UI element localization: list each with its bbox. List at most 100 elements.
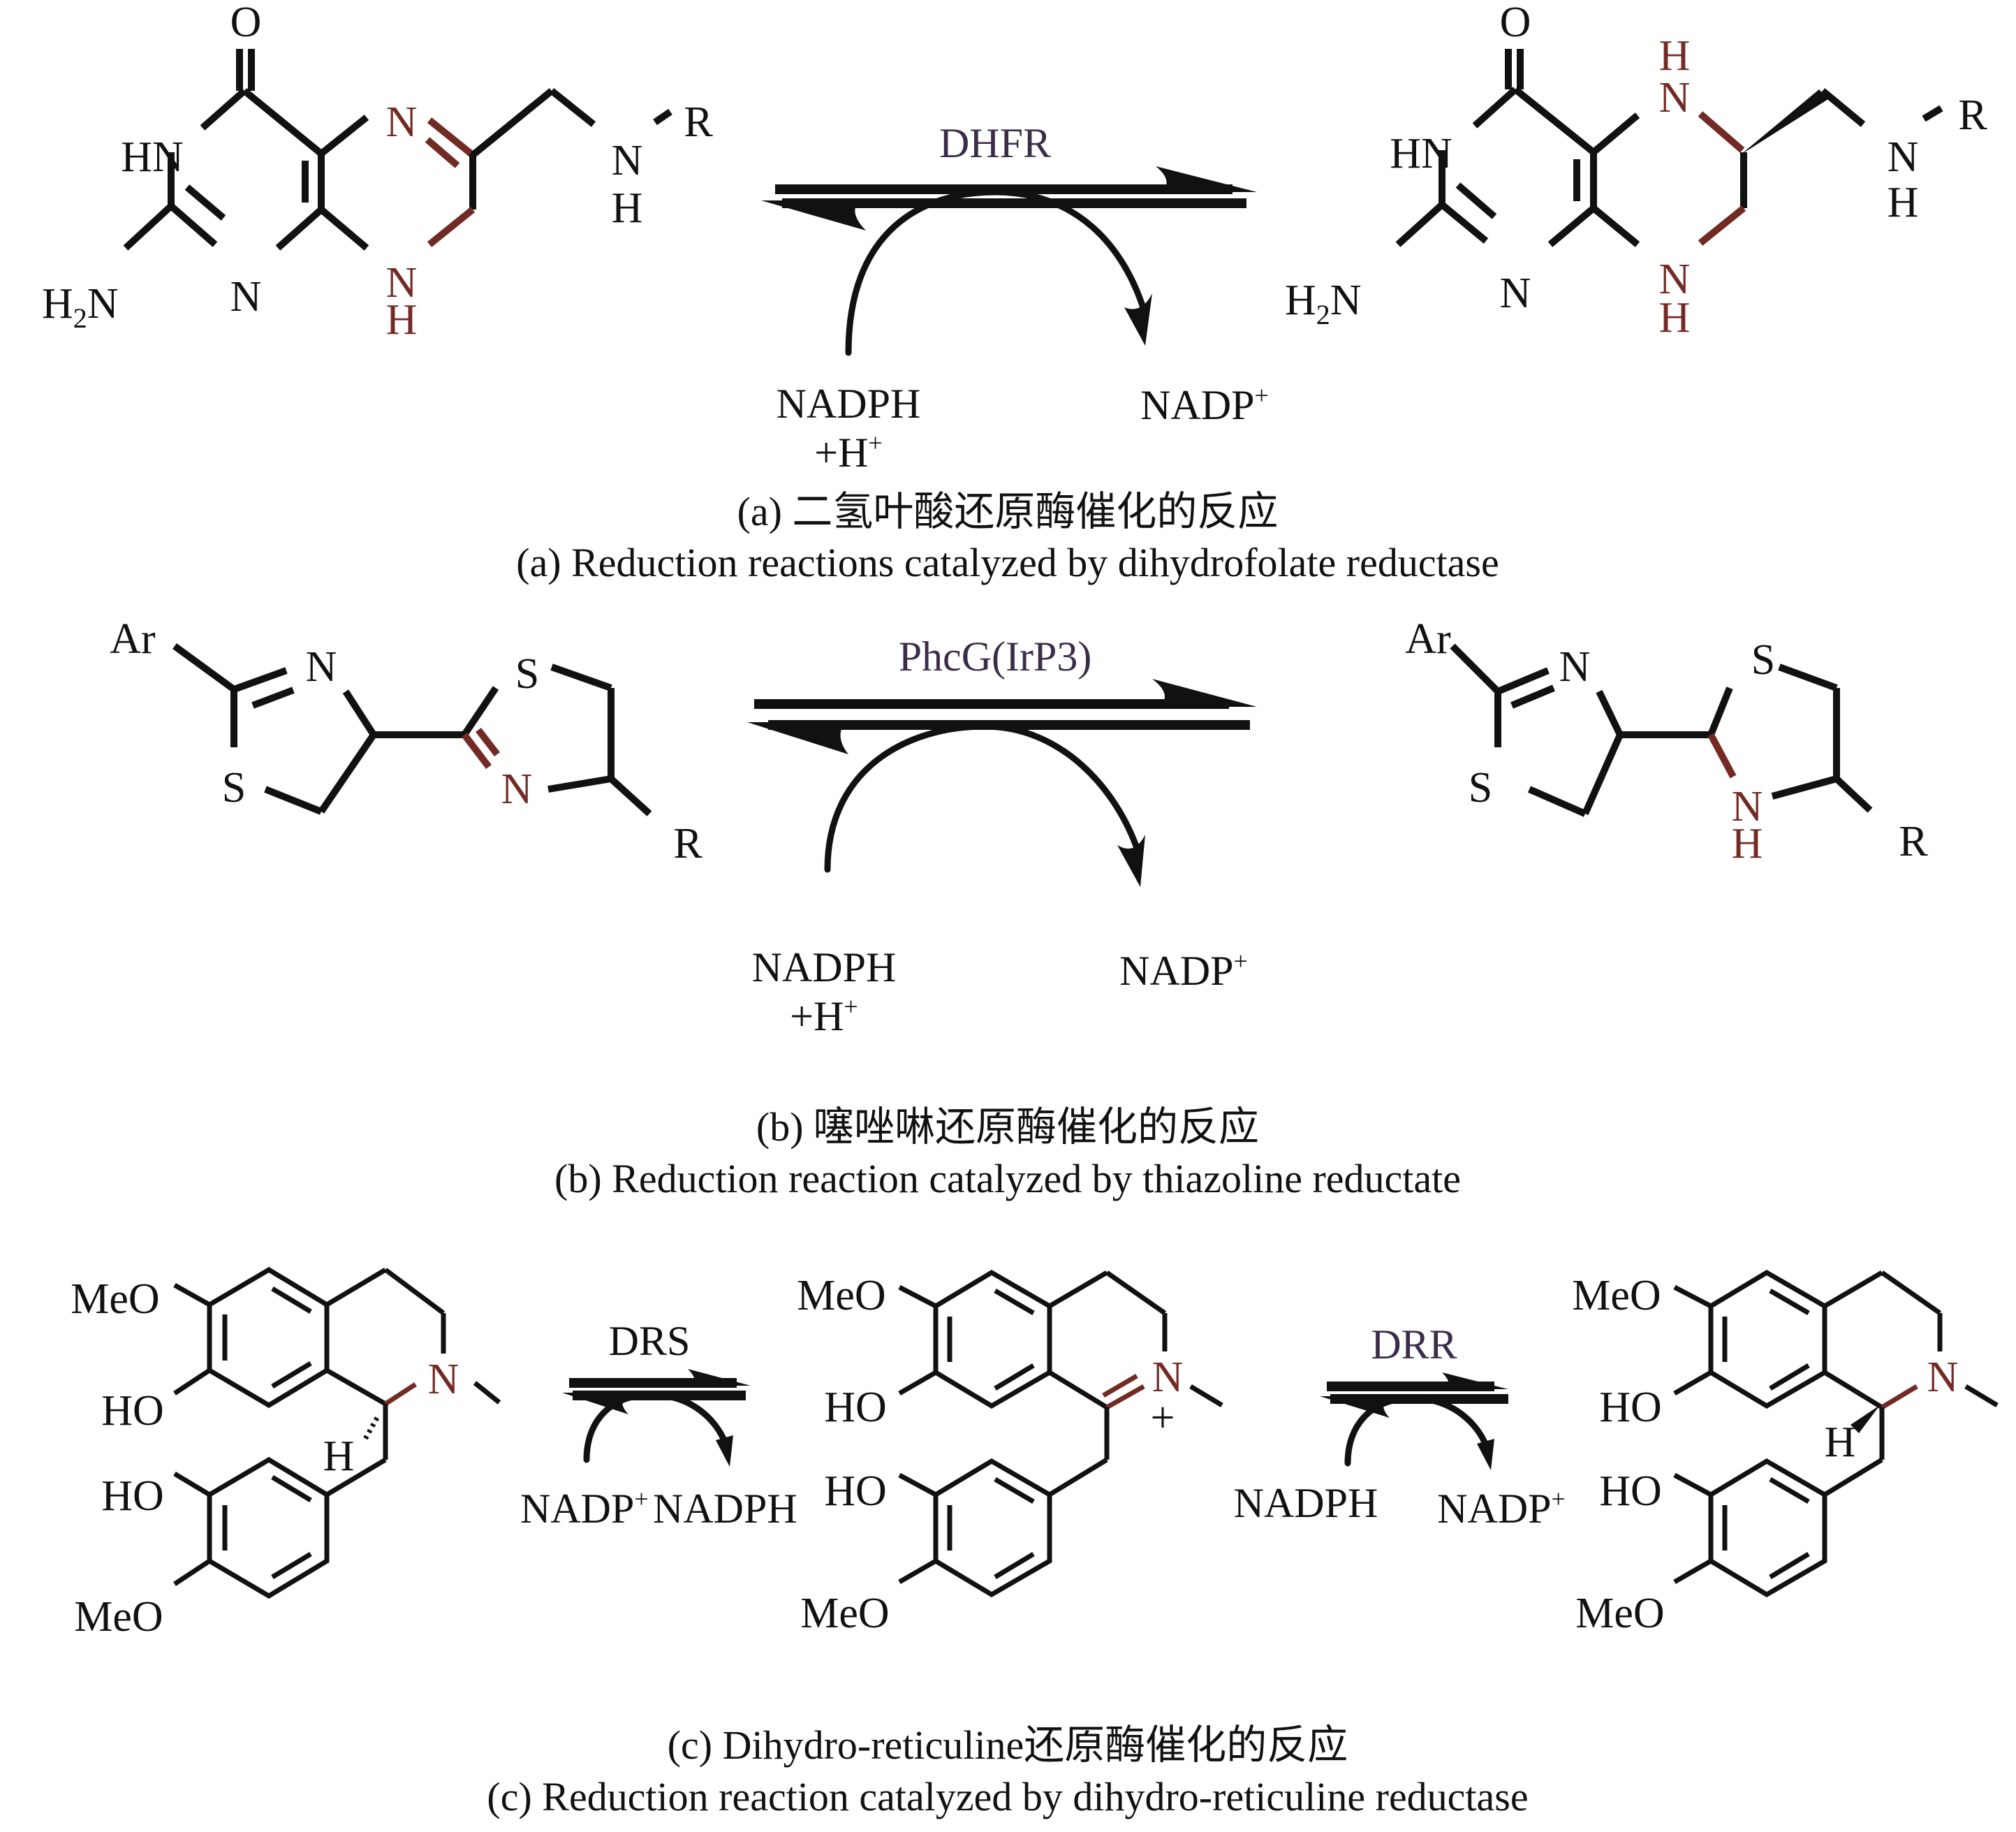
bond bbox=[325, 1267, 387, 1307]
caption-b-en: (b) Reduction reaction catalyzed by thia… bbox=[554, 1156, 1461, 1201]
bond bbox=[1510, 684, 1555, 709]
bond-highlighted bbox=[1881, 1384, 1918, 1410]
bond bbox=[318, 733, 377, 814]
atom-oxygen: O bbox=[230, 0, 262, 46]
cofactor-curve-arrow bbox=[845, 189, 1149, 356]
cofactor-arrowhead bbox=[1124, 293, 1152, 346]
bond bbox=[1582, 733, 1624, 816]
atom-meo-bottom: MeO bbox=[800, 1590, 889, 1637]
bond bbox=[1922, 105, 1943, 122]
equilibrium-arrow-drr: DRR NADPH NADP+ bbox=[1234, 1321, 1566, 1532]
bond bbox=[168, 203, 218, 247]
bond bbox=[1834, 776, 1873, 813]
atom-s2: S bbox=[1751, 636, 1775, 684]
bond-highlighted bbox=[427, 207, 476, 247]
bond bbox=[1450, 643, 1501, 694]
bond bbox=[1673, 1472, 1712, 1497]
bond bbox=[1769, 1288, 1810, 1316]
cofactor-h-plus: +H+ bbox=[790, 992, 858, 1039]
atom-s2: S bbox=[515, 650, 539, 698]
atom-h8-highlighted: H bbox=[1659, 294, 1691, 342]
bond bbox=[200, 88, 247, 131]
atom-h-stereo: H bbox=[1825, 1419, 1856, 1466]
dehydroreticulinium-structure: MeO HO HO MeO N + bbox=[797, 1269, 1223, 1637]
bond bbox=[1823, 1370, 1883, 1409]
bond bbox=[1455, 182, 1497, 219]
bond bbox=[1105, 1270, 1167, 1315]
bond bbox=[898, 1558, 937, 1585]
atom-s1: S bbox=[1469, 764, 1492, 812]
enzyme-label-dhfr: DHFR bbox=[939, 120, 1051, 166]
bond bbox=[275, 207, 324, 251]
bond bbox=[1673, 1558, 1712, 1585]
bond bbox=[1547, 205, 1596, 247]
bond bbox=[1769, 1476, 1810, 1504]
cofactor-nadp-plus: NADP+ bbox=[1140, 381, 1269, 428]
bond bbox=[325, 1457, 387, 1497]
reverse-arrowhead bbox=[761, 200, 866, 230]
atom-oxygen: O bbox=[1500, 0, 1531, 46]
bond bbox=[653, 108, 672, 126]
cofactor-nadp-plus: NADP+ bbox=[1437, 1485, 1566, 1532]
bond bbox=[1513, 87, 1596, 155]
atom-ho-bottom: HO bbox=[101, 1472, 164, 1520]
bond bbox=[1707, 687, 1733, 736]
bond bbox=[342, 689, 377, 737]
atom-ho-top: HO bbox=[101, 1387, 164, 1435]
cofactor-arrowhead bbox=[1117, 835, 1145, 887]
bond bbox=[550, 664, 612, 691]
atom-r: R bbox=[1958, 91, 1987, 139]
bond bbox=[994, 1288, 1035, 1316]
aromatic-ring-bottom bbox=[933, 1458, 1052, 1598]
atom-n-highlighted: N bbox=[1927, 1354, 1959, 1401]
bond bbox=[318, 207, 369, 251]
bond bbox=[1769, 1551, 1810, 1580]
caption-c-en: (c) Reduction reaction catalyzed by dihy… bbox=[487, 1774, 1528, 1819]
dihydrofolate-structure: O HN H2N N N N H N H R bbox=[42, 0, 713, 344]
bond bbox=[233, 667, 288, 693]
forward-arrowhead bbox=[1442, 1372, 1508, 1389]
thiazolidine-product-structure: Ar N S S N H R bbox=[1405, 615, 1928, 867]
atom-n3: N bbox=[1500, 270, 1531, 317]
panel-a: O HN H2N N N N H N H R DHFR NADPH +H+ NA… bbox=[42, 0, 1987, 585]
bond bbox=[1823, 1458, 1883, 1497]
cofactor-nadph: NADPH bbox=[1234, 1480, 1378, 1526]
bond-highlighted bbox=[1707, 733, 1737, 779]
enzyme-label-drs: DRS bbox=[609, 1318, 691, 1364]
cofactor-curve-out bbox=[1421, 1395, 1491, 1453]
atom-ho-bottom: HO bbox=[1599, 1467, 1662, 1515]
atom-s1: S bbox=[222, 764, 246, 812]
bond bbox=[172, 643, 236, 693]
bond-highlighted bbox=[384, 1382, 417, 1406]
atom-r: R bbox=[1899, 818, 1928, 865]
bond-highlighted bbox=[462, 732, 492, 770]
bond bbox=[1189, 1384, 1223, 1408]
bond bbox=[898, 1370, 937, 1396]
atom-meo-bottom: MeO bbox=[74, 1593, 163, 1641]
equilibrium-arrow-a: DHFR NADPH +H+ NADP+ bbox=[761, 120, 1269, 476]
bond bbox=[470, 88, 554, 158]
cofactor-h-plus: +H+ bbox=[814, 429, 882, 476]
bond bbox=[1778, 664, 1838, 691]
bond bbox=[1769, 1363, 1810, 1391]
cofactor-nadph: NADPH bbox=[653, 1486, 797, 1532]
atom-n2-highlighted: N bbox=[501, 765, 533, 813]
atom-n3: N bbox=[230, 273, 262, 321]
atom-charge-plus: + bbox=[1151, 1394, 1175, 1442]
bond bbox=[251, 687, 295, 709]
bond-highlighted bbox=[1698, 205, 1746, 246]
bond bbox=[1527, 786, 1587, 817]
cofactor-nadp-plus: NADP+ bbox=[520, 1485, 649, 1532]
bond bbox=[608, 776, 652, 816]
atom-n-highlighted: N bbox=[1152, 1354, 1184, 1401]
forward-arrowhead bbox=[1152, 679, 1257, 707]
bond bbox=[1673, 1284, 1712, 1309]
bond bbox=[271, 1361, 312, 1389]
tetrahydrofolate-structure: O HN H2N N H N N H N H R bbox=[1285, 0, 1987, 342]
atom-h5-highlighted: H bbox=[1659, 32, 1691, 80]
atom-r: R bbox=[673, 820, 702, 867]
atom-hn: HN bbox=[1390, 130, 1452, 177]
atom-side-n: N bbox=[1888, 133, 1919, 181]
reticuline-product-structure: MeO HO HO MeO N H bbox=[1572, 1269, 1999, 1637]
panel-c: MeO HO HO MeO N H DRS NADP+ NADPH bbox=[71, 1266, 1999, 1819]
